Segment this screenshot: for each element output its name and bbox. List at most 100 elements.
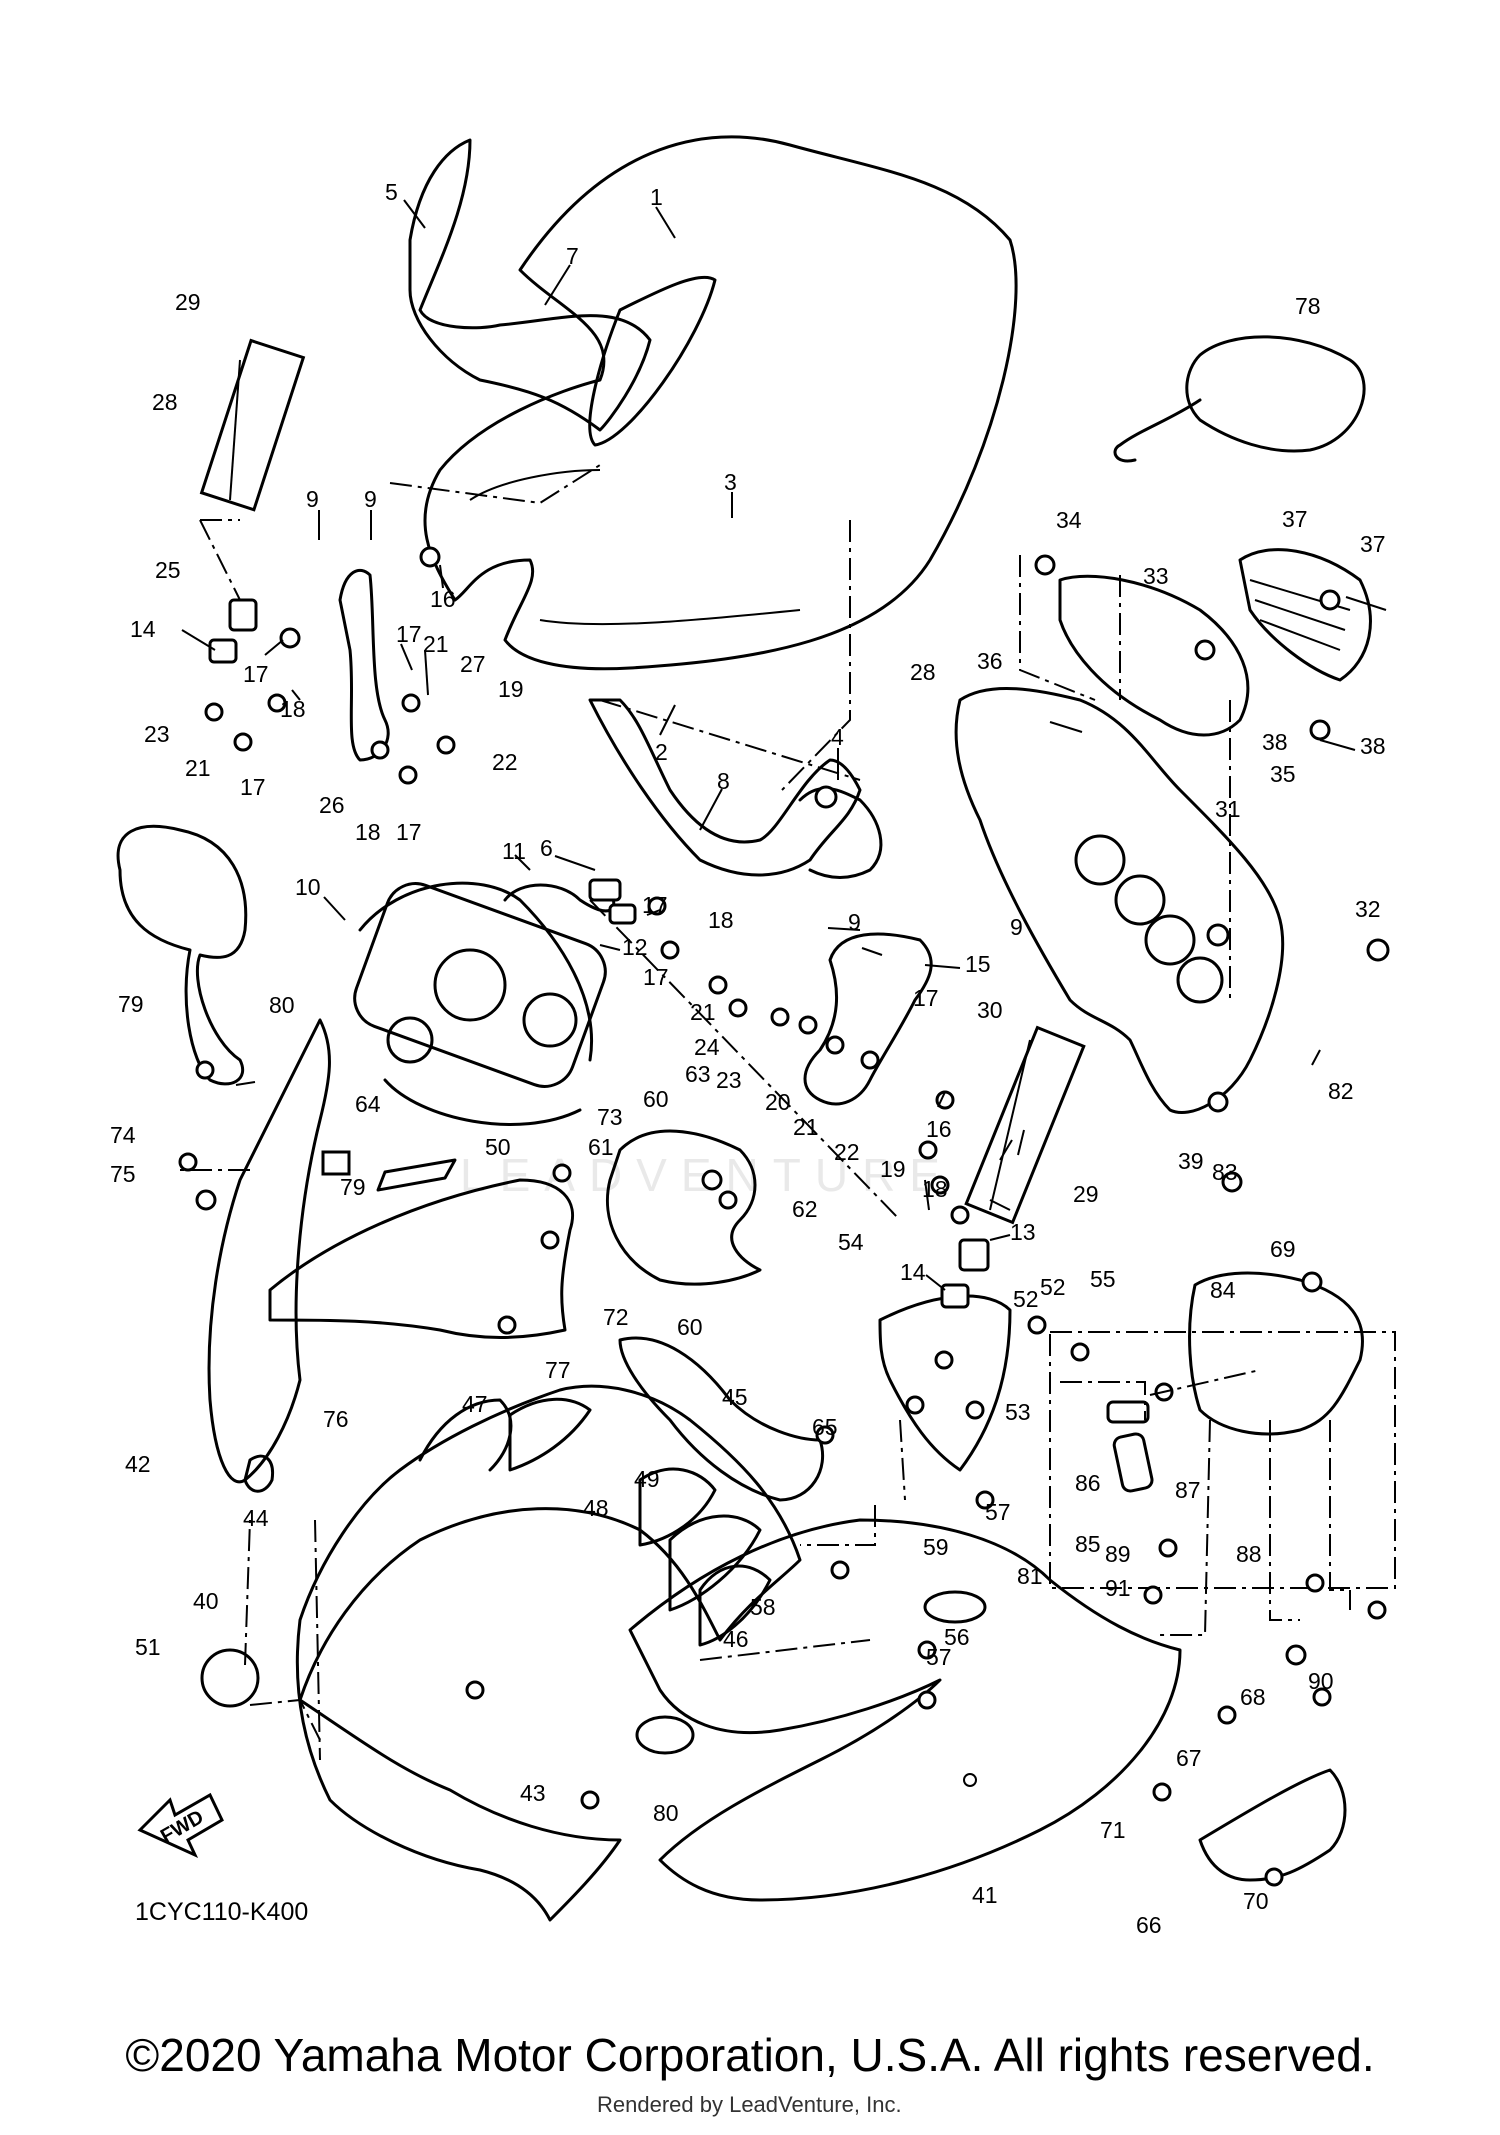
grommet: [635, 1715, 695, 1755]
callout-19a: 19: [498, 676, 524, 702]
mirror-left: [116, 824, 248, 1086]
duct-center: [638, 1467, 717, 1547]
callout-2: 2: [655, 739, 668, 765]
callout-17a: 17: [243, 661, 269, 687]
callout-45: 46: [723, 1626, 749, 1652]
callout-21d: 22: [834, 1139, 860, 1165]
callout-35: 36: [977, 648, 1003, 674]
callout-24: 25: [155, 557, 181, 583]
left-side-panel: [207, 1018, 331, 1484]
callout-34: 35: [1270, 761, 1296, 787]
callout-62: 63: [685, 1061, 711, 1087]
callout-81: 82: [1328, 1078, 1354, 1104]
callout-17b: 17: [396, 621, 422, 647]
callout-44: 45: [722, 1384, 748, 1410]
callout-63: 64: [355, 1091, 381, 1117]
callout-64: 65: [812, 1414, 838, 1440]
callout-67: 68: [1240, 1684, 1266, 1710]
callout-83: 84: [1210, 1277, 1236, 1303]
callout-75: 76: [323, 1406, 349, 1432]
callout-21c: 21: [690, 999, 716, 1025]
callout-52a: 52: [1040, 1274, 1066, 1300]
callout-21b: 21: [185, 755, 211, 781]
callout-41: 42: [125, 1451, 151, 1477]
duct-lower: [698, 1564, 772, 1647]
callout-39: 40: [193, 1588, 219, 1614]
duct-left: [508, 1397, 592, 1472]
callout-3: 3: [724, 469, 737, 495]
lower-cowling: [628, 1518, 1182, 1902]
callout-52b: 53: [1005, 1399, 1031, 1425]
callout-85: 86: [1075, 1470, 1101, 1496]
callout-17h: 18: [922, 1176, 948, 1202]
callout-17c: 17: [240, 774, 266, 800]
callout-82: 83: [1212, 1159, 1238, 1185]
upper-side-cover: [268, 1178, 574, 1339]
clip-14-upper: [208, 638, 238, 664]
callouts: 1 2 3 4 5 6 7 8 9 9 9 9 10 11 12 13 14 1…: [110, 179, 1386, 1938]
callout-5: 5: [385, 179, 398, 205]
callout-23b: 24: [694, 1034, 720, 1060]
mirror-right: [1185, 335, 1366, 453]
callout-53: 54: [838, 1229, 864, 1255]
mirror-bracket-right: [803, 932, 933, 1106]
clip-13: [958, 1238, 990, 1272]
headlight-assembly: [353, 881, 607, 1126]
callout-11: 11: [502, 838, 526, 864]
callout-1: 1: [650, 184, 663, 210]
callout-13: 13: [1010, 1219, 1036, 1245]
fasteners: [178, 546, 1390, 1887]
callout-57a: 57: [985, 1499, 1011, 1525]
callout-70: 71: [1100, 1817, 1126, 1843]
callout-56: 57: [926, 1644, 952, 1670]
callout-65: 66: [1136, 1912, 1162, 1938]
callout-55: 56: [944, 1624, 970, 1650]
windscreen: [423, 135, 1018, 671]
callout-79b: 80: [653, 1800, 679, 1826]
callout-18a: 18: [280, 696, 306, 722]
seal-round: [200, 1648, 260, 1708]
forward-arrow-icon: FWD: [137, 1792, 224, 1859]
callout-77: 78: [1295, 293, 1321, 319]
callout-20: 21: [793, 1114, 819, 1140]
callout-18d: 19: [880, 1156, 906, 1182]
callout-87: 88: [1236, 1541, 1262, 1567]
callout-79a: 79: [340, 1174, 366, 1200]
inner-cover: [605, 1129, 762, 1286]
callout-72: 73: [597, 1104, 623, 1130]
callout-14b: 14: [900, 1259, 926, 1285]
callout-47: 48: [583, 1495, 609, 1521]
callout-17e: 17: [642, 892, 668, 918]
callout-10: 10: [295, 874, 321, 900]
callout-38a: 38: [1262, 729, 1288, 755]
callout-51: 52: [1013, 1286, 1039, 1312]
duct-right: [668, 1514, 762, 1612]
callout-31: 32: [1355, 896, 1381, 922]
callout-38b: 39: [1178, 1148, 1204, 1174]
callout-6: 6: [540, 835, 553, 861]
callout-22b: 23: [716, 1067, 742, 1093]
callout-36: 37: [1282, 506, 1308, 532]
callout-69: 70: [1243, 1888, 1269, 1914]
callout-71: 72: [603, 1304, 629, 1330]
callout-29a: 29: [175, 289, 201, 315]
callout-18b: 18: [355, 819, 381, 845]
plate-63: [321, 1150, 351, 1176]
callout-4: 4: [831, 724, 844, 750]
callout-80a: 80: [269, 992, 295, 1018]
callout-16a: 16: [430, 586, 456, 612]
callout-78: 79: [118, 991, 144, 1017]
callout-28a: 28: [152, 389, 178, 415]
trim-strip-upper: [199, 338, 306, 512]
callout-15: 15: [965, 951, 991, 977]
callout-30: 31: [1215, 796, 1241, 822]
grille: [1238, 548, 1372, 682]
callout-37b: 38: [1360, 733, 1386, 759]
trim-strip-lower: [964, 1025, 1086, 1225]
callout-43: 44: [243, 1505, 269, 1531]
inner-panel: [954, 686, 1285, 1115]
callout-26: 27: [460, 651, 486, 677]
callout-32: 33: [1143, 563, 1169, 589]
callout-76: 77: [545, 1357, 571, 1383]
